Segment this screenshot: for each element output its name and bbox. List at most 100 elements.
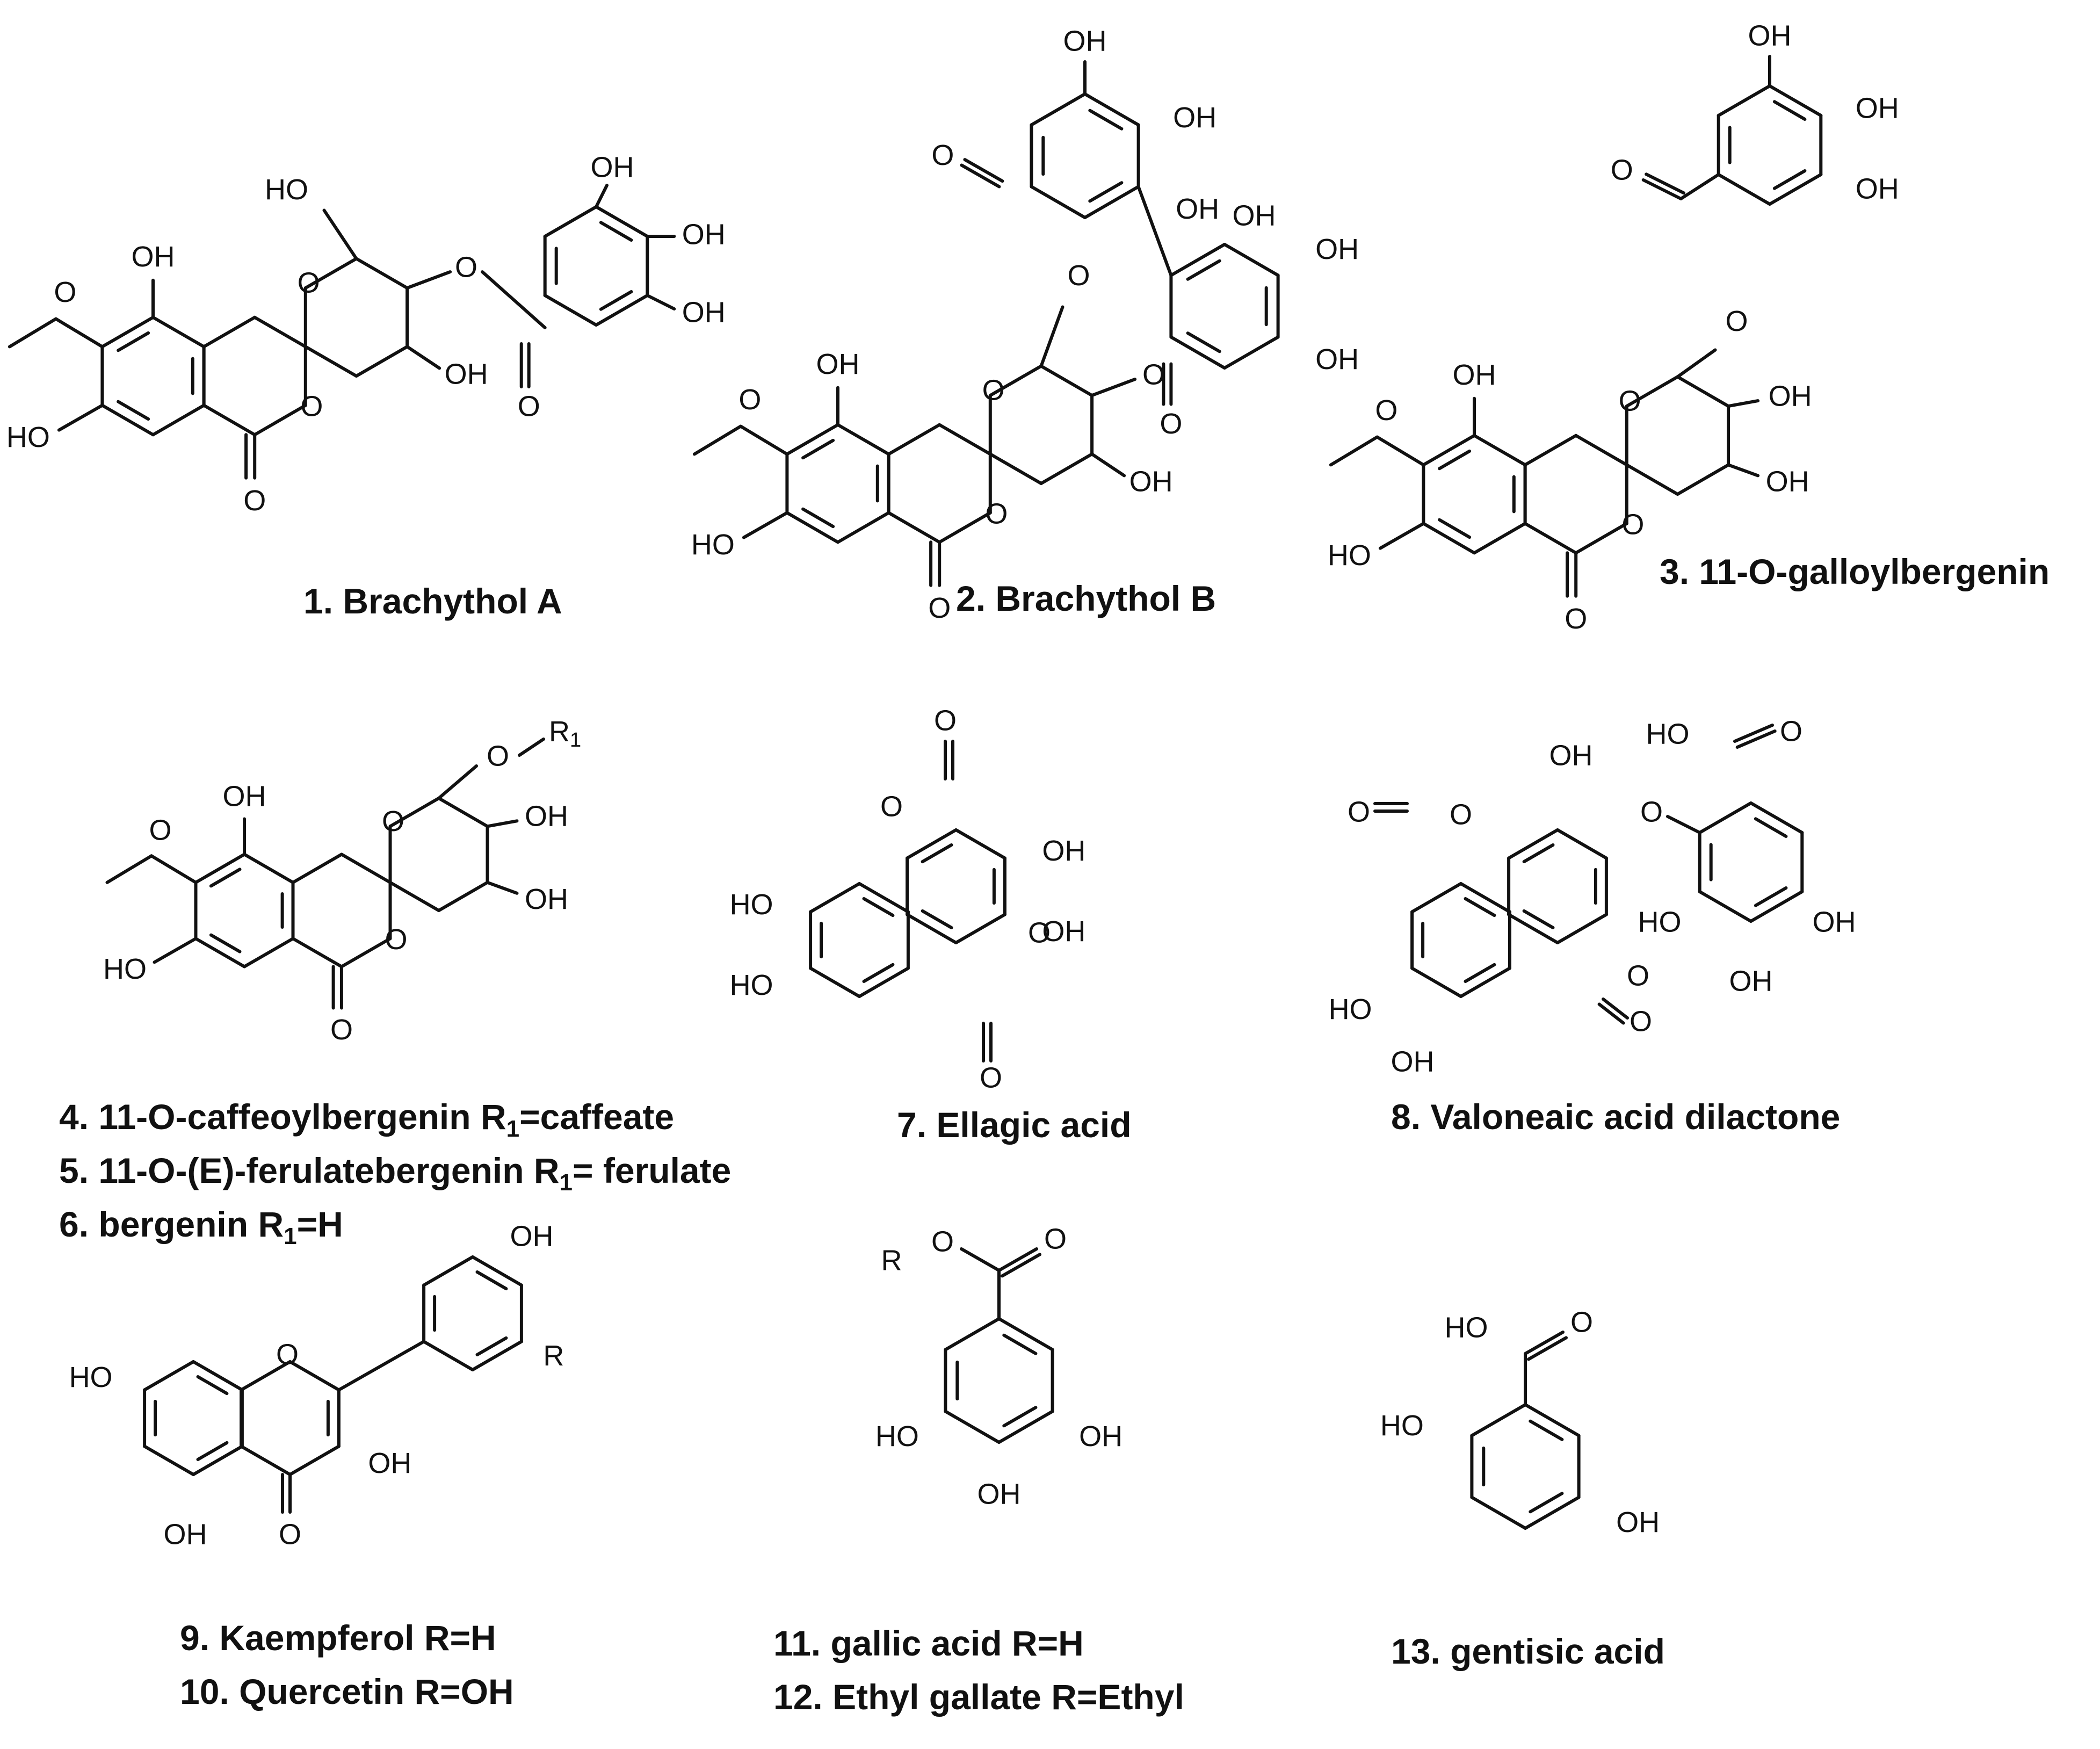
bond xyxy=(1507,910,1511,916)
bond xyxy=(595,205,649,238)
bond xyxy=(599,290,633,311)
bond xyxy=(1641,178,1683,200)
bond xyxy=(906,828,958,860)
bond xyxy=(475,1336,508,1356)
bond xyxy=(337,1340,426,1392)
caption-compound-5: 5. 11-O-(E)-ferulatebergenin R1= ferulat… xyxy=(59,1151,732,1196)
atom-label-o: O xyxy=(298,267,320,299)
caption-compound-3: 3. 11-O-galloylbergenin xyxy=(1660,552,2050,591)
caption-compound-1: 1. Brachythol A xyxy=(303,581,562,621)
bond xyxy=(54,317,104,349)
bond xyxy=(836,511,890,544)
bond xyxy=(1754,886,1788,907)
bond xyxy=(192,1360,244,1392)
bond xyxy=(1698,801,1753,834)
bond xyxy=(921,843,953,864)
bond xyxy=(243,852,295,884)
atom-label-oh: OH xyxy=(1766,466,1809,498)
bond xyxy=(1727,399,1760,408)
atom-label-oh: OH xyxy=(1391,1045,1435,1078)
bond xyxy=(1169,335,1226,370)
atom-label-o: O xyxy=(330,1014,353,1046)
bond xyxy=(153,937,198,964)
atom-label-o: O xyxy=(1630,1005,1652,1037)
bond xyxy=(340,852,392,884)
bond xyxy=(1136,185,1173,277)
caption-compound-2: 2. Brachythol B xyxy=(956,579,1216,618)
bond xyxy=(322,208,358,261)
bond xyxy=(1749,890,1804,923)
atom-label-oh: OH xyxy=(1549,739,1593,771)
atom-label-oh: OH xyxy=(1176,193,1219,225)
bond xyxy=(1083,185,1140,219)
bond xyxy=(809,966,861,998)
bond xyxy=(944,1410,1001,1444)
bond xyxy=(475,1270,508,1291)
bond xyxy=(105,854,153,884)
atom-label-o: O xyxy=(931,139,954,171)
atom-label-oh: OH xyxy=(1616,1506,1660,1538)
bond xyxy=(1464,963,1496,983)
atom-label-o: O xyxy=(1627,959,1649,992)
bond xyxy=(1459,882,1511,914)
bond xyxy=(739,424,789,456)
bond xyxy=(437,797,489,828)
bond xyxy=(1527,1336,1568,1361)
caption-compound-8: 8. Valoneaic acid dilactone xyxy=(1391,1097,1841,1137)
atom-label-oh: OH xyxy=(132,241,175,273)
bond xyxy=(1507,828,1559,860)
bond xyxy=(1698,890,1753,923)
caption-compound-10: 10. Quercetin R=OH xyxy=(180,1672,514,1711)
bond xyxy=(1039,305,1065,368)
bond xyxy=(1717,84,1771,117)
atom-label-oh: OH xyxy=(525,883,568,915)
bond xyxy=(196,1375,229,1396)
bond xyxy=(150,854,198,884)
bond xyxy=(202,315,257,349)
bond xyxy=(1088,109,1124,131)
bond xyxy=(1676,463,1730,496)
bond xyxy=(100,315,155,349)
bond xyxy=(1329,435,1379,467)
atom-label-r: R xyxy=(881,1244,902,1276)
atom-label-o: O xyxy=(1780,715,1802,747)
atom-label-oh: OH xyxy=(1856,92,1899,124)
bond xyxy=(1676,348,1717,379)
bond xyxy=(646,294,676,310)
atom-label-o: O xyxy=(931,1225,954,1257)
atom-label-o: O xyxy=(1142,358,1165,391)
atom-label-oh: OH xyxy=(977,1478,1021,1510)
bond xyxy=(1438,518,1472,539)
atom-label-ho: HO xyxy=(875,1420,919,1452)
bond xyxy=(388,880,440,912)
atom-label-oh: OH xyxy=(1129,466,1173,498)
atom-label-o: O xyxy=(300,391,323,423)
bond xyxy=(57,403,104,432)
bond xyxy=(1470,1495,1527,1530)
bond xyxy=(422,1340,474,1371)
bond xyxy=(518,738,545,757)
atom-label-o: O xyxy=(149,814,171,847)
bond xyxy=(1625,463,1679,496)
bond xyxy=(1749,801,1804,834)
bond xyxy=(481,270,547,329)
bond xyxy=(599,221,633,242)
atom-label-oh: OH xyxy=(1079,1420,1123,1452)
atom-label-o: O xyxy=(1565,603,1587,635)
atom-label-ho: HO xyxy=(6,421,50,453)
bond xyxy=(1666,815,1701,834)
bond xyxy=(997,1247,1038,1272)
caption-compound-13: 13. gentisic acid xyxy=(1391,1631,1665,1671)
bond xyxy=(836,423,890,456)
bond xyxy=(1088,181,1124,203)
atom-label-oh: OH xyxy=(1042,835,1085,867)
bond xyxy=(437,764,478,800)
bond xyxy=(1186,259,1221,281)
atom-label-ho: HO xyxy=(691,529,735,561)
bond xyxy=(543,205,598,238)
atom-label-oh: OH xyxy=(164,1518,207,1550)
bond xyxy=(1090,452,1126,478)
bond xyxy=(1438,449,1472,471)
bond xyxy=(1768,173,1823,206)
atom-label-ho: HO xyxy=(1638,906,1682,938)
